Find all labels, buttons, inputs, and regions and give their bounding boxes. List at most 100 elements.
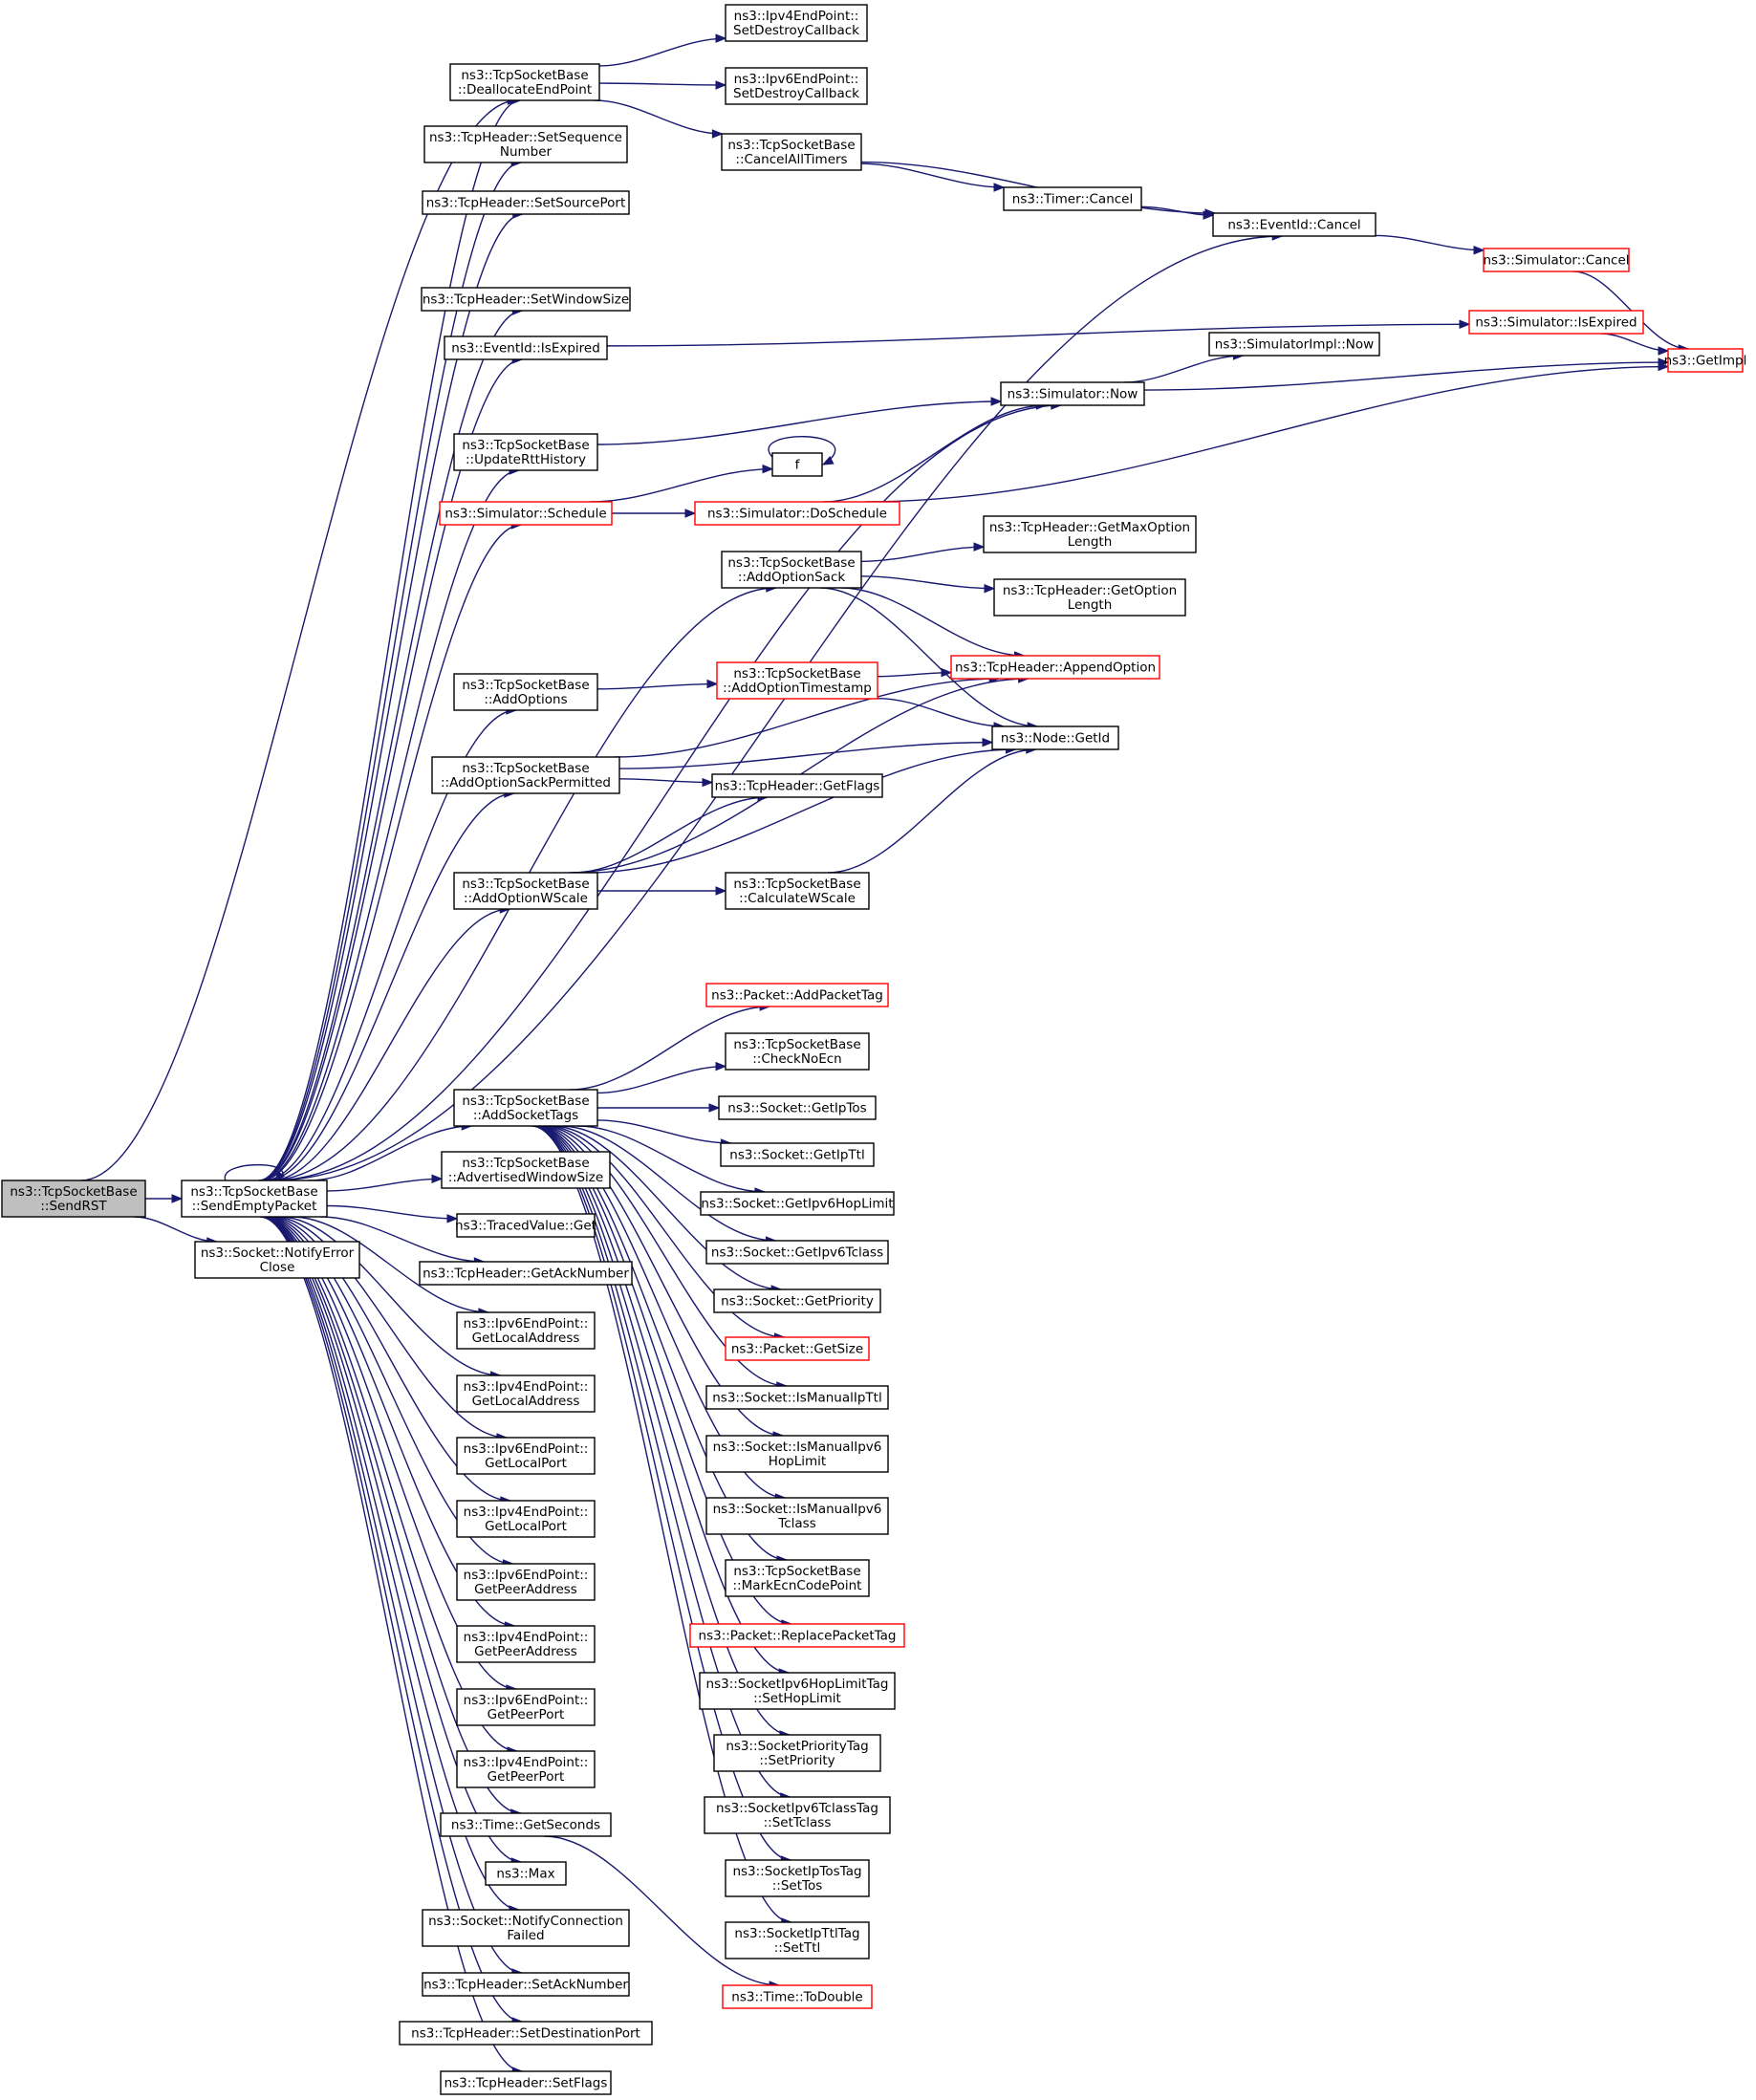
node-getpriority[interactable]: ns3::Socket::GetPriority [713, 1288, 881, 1313]
node-settclass[interactable]: ns3::SocketIpv6TclassTag::SetTclass [704, 1796, 891, 1834]
edge-addoptions-to-addoptts [596, 679, 719, 690]
node-label: ::SetTtl [774, 1940, 821, 1956]
node-cancelall[interactable]: ns3::TcpSocketBase::CancelAllTimers [721, 133, 862, 171]
node-label: Length [1068, 534, 1113, 550]
node-ip4localport[interactable]: ns3::Ipv4EndPoint::GetLocalPort [456, 1500, 596, 1538]
node-doschedule[interactable]: ns3::Simulator::DoSchedule [694, 501, 900, 526]
node-getimpl[interactable]: ns3::GetImpl [1664, 348, 1747, 373]
node-label: ns3::Time::ToDouble [731, 1990, 862, 2005]
node-label: ns3::Socket::GetIpv6HopLimit [701, 1197, 893, 1212]
node-setwin[interactable]: ns3::TcpHeader::SetWindowSize [421, 287, 631, 312]
node-addoptsack[interactable]: ns3::TcpSocketBase::AddOptionSack [721, 551, 862, 589]
node-ip6localport[interactable]: ns3::Ipv6EndPoint::GetLocalPort [456, 1437, 596, 1475]
node-sendrst[interactable]: ns3::TcpSocketBase::SendRST [1, 1180, 146, 1218]
node-getsize[interactable]: ns3::Packet::GetSize [725, 1336, 870, 1361]
node-updatertt[interactable]: ns3::TcpSocketBase::UpdateRttHistory [453, 433, 598, 471]
node-label: ns3::Simulator::IsExpired [1475, 315, 1637, 331]
node-box [422, 1909, 630, 1947]
node-box [725, 1032, 870, 1071]
node-getip6hop[interactable]: ns3::Socket::GetIpv6HopLimit [700, 1191, 895, 1216]
node-ip6localaddr[interactable]: ns3::Ipv6EndPoint::GetLocalAddress [456, 1311, 596, 1350]
node-label: ns3::TcpSocketBase [727, 555, 855, 571]
edge-schedule-to-f [589, 464, 774, 503]
edge-updatertt-to-simnow [596, 397, 1003, 445]
node-todouble[interactable]: ns3::Time::ToDouble [722, 1984, 873, 2009]
node-timercancel[interactable]: ns3::Timer::Cancel [1003, 186, 1142, 211]
node-max[interactable]: ns3::Max [485, 1861, 567, 1886]
node-setsrcport[interactable]: ns3::TcpHeader::SetSourcePort [422, 190, 630, 215]
node-ip6destroycb[interactable]: ns3::Ipv6EndPoint::SetDestroyCallback [725, 67, 868, 105]
node-getflags[interactable]: ns3::TcpHeader::GetFlags [711, 773, 883, 798]
node-addpackettag[interactable]: ns3::Packet::AddPacketTag [705, 983, 889, 1007]
node-label: ns3::TcpSocketBase [733, 666, 860, 682]
node-box [440, 2070, 612, 2095]
edge-addsockettags-to-checknoecn [596, 1061, 727, 1094]
node-ip6peeraddr[interactable]: ns3::Ipv6EndPoint::GetPeerAddress [456, 1563, 596, 1601]
node-isexpired[interactable]: ns3::EventId::IsExpired [444, 336, 608, 360]
node-checknoecn[interactable]: ns3::TcpSocketBase::CheckNoEcn [725, 1032, 870, 1071]
node-simimplnow[interactable]: ns3::SimulatorImpl::Now [1208, 332, 1380, 357]
node-box [423, 125, 628, 163]
node-box [422, 190, 630, 215]
node-simisexpired[interactable]: ns3::Simulator::IsExpired [1468, 310, 1644, 335]
node-replacepackettag[interactable]: ns3::Packet::ReplacePacketTag [689, 1623, 905, 1648]
node-setacknum[interactable]: ns3::TcpHeader::SetAckNumber [422, 1972, 630, 1997]
node-markecn[interactable]: ns3::TcpSocketBase::MarkEcnCodePoint [725, 1559, 870, 1597]
node-eventcancel[interactable]: ns3::EventId::Cancel [1212, 212, 1377, 237]
node-label: HopLimit [769, 1454, 826, 1469]
node-simcancel[interactable]: ns3::Simulator::Cancel [1483, 248, 1630, 272]
node-addsockettags[interactable]: ns3::TcpSocketBase::AddSocketTags [453, 1089, 598, 1127]
node-setttl[interactable]: ns3::SocketIpTtlTag::SetTtl [725, 1921, 870, 1959]
node-getip6tclass[interactable]: ns3::Socket::GetIpv6Tclass [705, 1240, 889, 1265]
node-nodegetid[interactable]: ns3::Node::GetId [991, 725, 1119, 750]
node-ismanualipttl[interactable]: ns3::Socket::IsManualIpTtl [705, 1385, 889, 1410]
node-setflags[interactable]: ns3::TcpHeader::SetFlags [440, 2070, 612, 2095]
node-label: ::CheckNoEcn [752, 1051, 842, 1067]
node-label: ns3::TcpSocketBase [462, 678, 589, 693]
node-sendempty[interactable]: ns3::TcpSocketBase::SendEmptyPacket [181, 1180, 328, 1218]
node-getiptos[interactable]: ns3::Socket::GetIpTos [718, 1095, 877, 1120]
node-calcwscale[interactable]: ns3::TcpSocketBase::CalculateWScale [725, 872, 870, 910]
node-box [725, 872, 870, 910]
node-ip4peerport[interactable]: ns3::Ipv4EndPoint::GetPeerPort [456, 1750, 596, 1788]
node-addoptsackperm[interactable]: ns3::TcpSocketBase::AddOptionSackPermitt… [431, 756, 620, 794]
node-getack[interactable]: ns3::TcpHeader::GetAckNumber [419, 1261, 633, 1286]
node-schedule[interactable]: ns3::Simulator::Schedule [439, 501, 613, 526]
node-addoptts[interactable]: ns3::TcpSocketBase::AddOptionTimestamp [716, 661, 878, 700]
node-appendopt[interactable]: ns3::TcpHeader::AppendOption [950, 655, 1160, 680]
node-label: GetLocalPort [485, 1456, 567, 1471]
node-label: ns3::SocketIpv6HopLimitTag [706, 1677, 889, 1692]
node-box [449, 63, 600, 101]
node-label: ::SetHopLimit [753, 1691, 841, 1706]
node-label: ns3::TcpSocketBase [190, 1184, 317, 1200]
edge-doschedule-to-getimpl [865, 361, 1670, 503]
node-setdstport[interactable]: ns3::TcpHeader::SetDestinationPort [399, 2021, 653, 2046]
node-label: ns3::SocketIpTtlTag [734, 1926, 859, 1941]
node-ip6peerport[interactable]: ns3::Ipv6EndPoint::GetPeerPort [456, 1688, 596, 1726]
node-getseconds[interactable]: ns3::Time::GetSeconds [440, 1812, 612, 1837]
node-addoptwscale[interactable]: ns3::TcpSocketBase::AddOptionWScale [453, 872, 598, 910]
node-getipttl[interactable]: ns3::Socket::GetIpTtl [720, 1142, 875, 1167]
node-ip4destroycb[interactable]: ns3::Ipv4EndPoint::SetDestroyCallback [725, 4, 868, 42]
node-sethoplimit[interactable]: ns3::SocketIpv6HopLimitTag::SetHopLimit [699, 1672, 896, 1710]
node-tracedget[interactable]: ns3::TracedValue::Get [455, 1213, 596, 1238]
edge-addoptwscale-to-calcwscale [597, 886, 727, 896]
node-settos[interactable]: ns3::SocketIpTosTag::SetTos [725, 1859, 870, 1897]
node-label: ::AddSocketTags [473, 1108, 578, 1123]
node-f[interactable]: f [771, 452, 823, 477]
node-simnow[interactable]: ns3::Simulator::Now [1000, 381, 1145, 406]
node-ip4localaddr[interactable]: ns3::Ipv4EndPoint::GetLocalAddress [456, 1375, 596, 1413]
node-setpriority[interactable]: ns3::SocketPriorityTag::SetPriority [713, 1734, 881, 1772]
node-ip4peeraddr[interactable]: ns3::Ipv4EndPoint::GetPeerAddress [456, 1625, 596, 1663]
node-label: ns3::SimulatorImpl::Now [1215, 337, 1374, 353]
node-addoptions[interactable]: ns3::TcpSocketBase::AddOptions [453, 673, 598, 711]
node-dealloc[interactable]: ns3::TcpSocketBase::DeallocateEndPoint [449, 63, 600, 101]
node-advwin[interactable]: ns3::TcpSocketBase::AdvertisedWindowSize [441, 1151, 611, 1189]
